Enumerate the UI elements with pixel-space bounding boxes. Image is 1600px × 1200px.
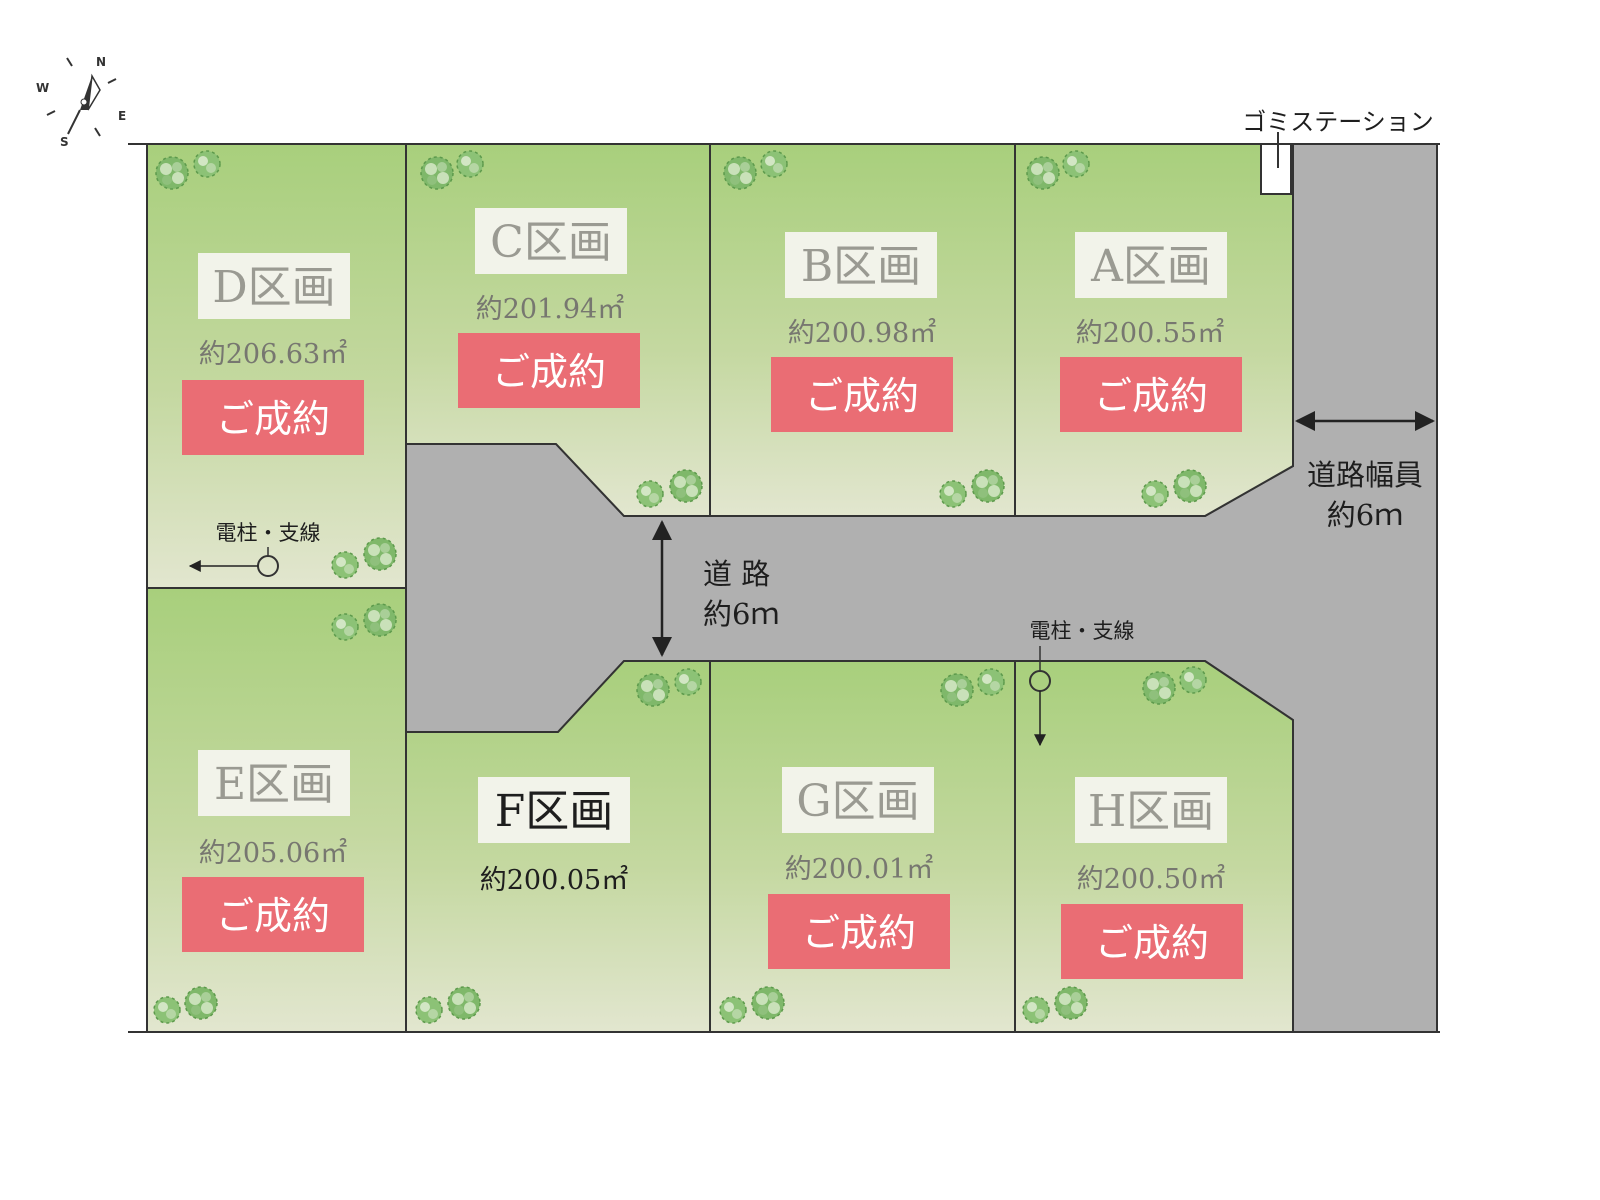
lot-b-status: ご成約 <box>805 374 919 418</box>
sold-badge <box>458 333 640 408</box>
lot-b-area: 約200.98㎡ <box>788 318 936 349</box>
lot-plate <box>478 777 630 843</box>
sold-badge <box>182 380 364 455</box>
lot-b-name: B区画 <box>801 241 921 292</box>
lot-plate <box>785 232 937 298</box>
lot-h-status: ご成約 <box>1095 921 1209 965</box>
lot-a-status: ご成約 <box>1094 374 1208 418</box>
lot-h-name: H区画 <box>1088 786 1214 837</box>
lot-d-status: ご成約 <box>216 397 330 441</box>
garbage-station-label: ゴミステーション <box>1242 108 1434 136</box>
lot-e-area: 約205.06㎡ <box>199 838 347 869</box>
lot-c-area: 約201.94㎡ <box>476 294 624 325</box>
lot-c-name: C区画 <box>490 217 612 268</box>
lot-plate <box>198 253 350 319</box>
lot-d-name: D区画 <box>212 262 335 313</box>
lot-a-area: 約200.55㎡ <box>1076 318 1224 349</box>
lot-e-name: E区画 <box>214 759 334 810</box>
sold-badge <box>182 877 364 952</box>
lot-g-status: ご成約 <box>802 911 916 955</box>
compass-icon: N E S W <box>36 55 126 149</box>
lot-f-area: 約200.05㎡ <box>480 865 628 896</box>
sold-badge <box>1060 357 1242 432</box>
lot-plate <box>1075 232 1227 298</box>
road-main-label: 道 路 <box>703 557 770 591</box>
lot-a-name: A区画 <box>1090 241 1211 292</box>
lot-plate <box>198 750 350 816</box>
compass-n: N <box>96 55 106 69</box>
lot-f-name: F区画 <box>495 786 614 837</box>
road-side-width: 約6ｍ <box>1327 498 1403 532</box>
road-main-width: 約6ｍ <box>703 597 779 631</box>
utility-pole-label: 電柱・支線 <box>216 521 321 545</box>
lot-g-name: G区画 <box>796 776 919 827</box>
lot-e-status: ご成約 <box>216 894 330 938</box>
sold-badge <box>768 894 950 969</box>
compass-e: E <box>118 109 126 123</box>
garbage-station-box <box>1260 143 1292 195</box>
road-side-label: 道路幅員 <box>1307 458 1423 492</box>
lot-plate <box>782 767 934 833</box>
lot-d[interactable] <box>146 143 407 589</box>
lot-b[interactable] <box>709 143 1016 517</box>
lot-h-area: 約200.50㎡ <box>1077 864 1225 895</box>
lot-c-status: ご成約 <box>492 350 606 394</box>
lot-g[interactable] <box>709 660 1016 1033</box>
lot-plate <box>1075 777 1227 843</box>
sold-badge <box>771 357 953 432</box>
compass-w: W <box>36 81 49 95</box>
lot-plate <box>475 208 627 274</box>
compass-s: S <box>60 135 69 149</box>
lot-g-area: 約200.01㎡ <box>785 854 933 885</box>
lot-d-area: 約206.63㎡ <box>199 339 347 370</box>
utility-pole-label: 電柱・支線 <box>1030 619 1135 643</box>
sold-badge <box>1061 904 1243 979</box>
